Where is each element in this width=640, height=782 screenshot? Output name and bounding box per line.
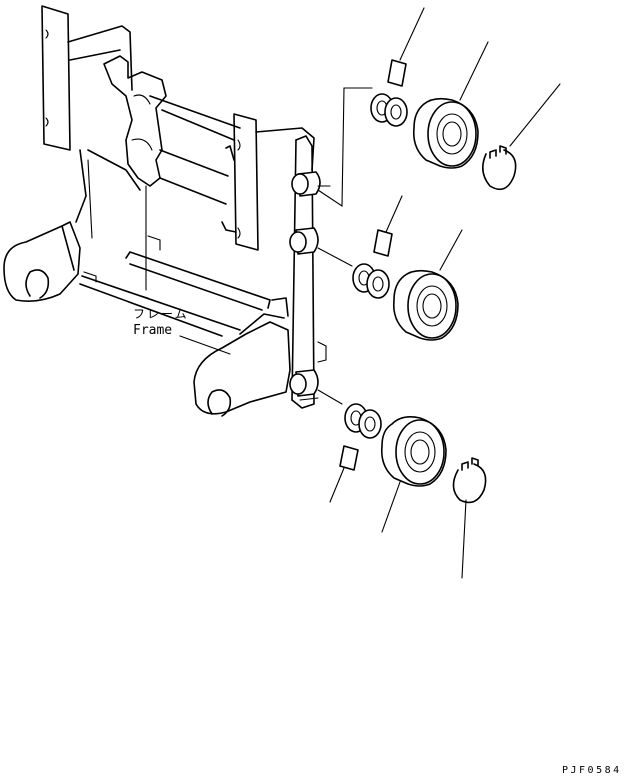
snap-ring-upper — [482, 83, 561, 191]
bearing-upper — [412, 41, 489, 169]
assembly-line-upper — [317, 87, 373, 208]
pin-middle — [289, 227, 319, 255]
frame-label-english: Frame — [133, 323, 173, 338]
assembly-line-lower — [317, 389, 343, 405]
shim-group-middle — [352, 195, 403, 299]
snap-ring-lower — [452, 457, 487, 579]
bearing-middle — [392, 229, 463, 341]
assembly-line-middle — [317, 247, 353, 267]
shim-group-lower — [329, 403, 382, 503]
shim-group-upper — [370, 7, 425, 127]
pin-lower — [289, 369, 319, 397]
drawing-code: PJF0584 — [562, 765, 622, 776]
frame-label-japanese: フレーム — [133, 307, 189, 321]
bearing-lower — [380, 416, 447, 533]
frame-assembly — [3, 5, 327, 417]
pin-upper — [291, 171, 331, 197]
